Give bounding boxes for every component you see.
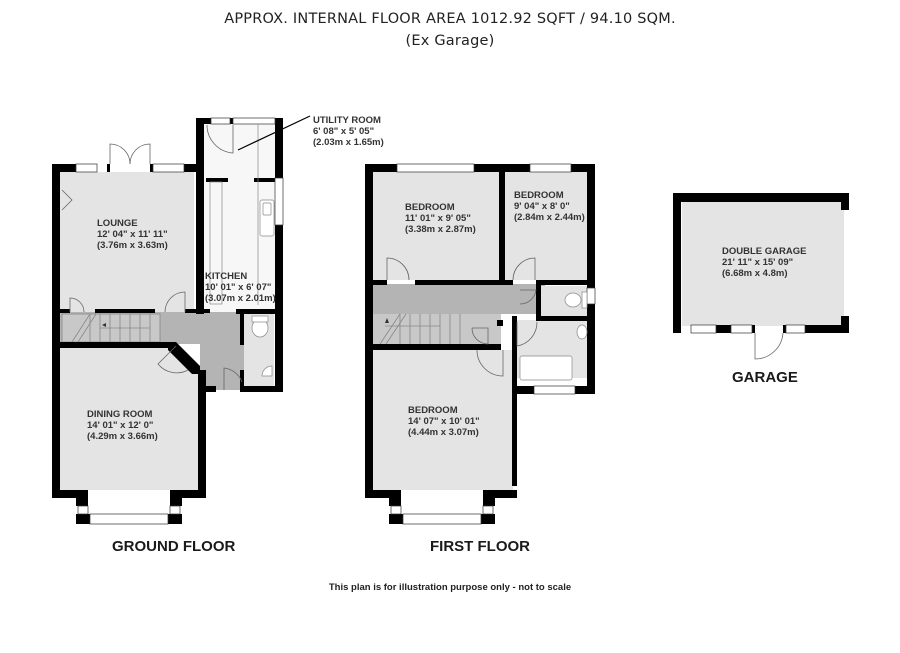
first-floor-windows — [390, 163, 596, 525]
disclaimer: This plan is for illustration purpose on… — [328, 582, 572, 593]
garage-walls — [673, 193, 849, 333]
svg-text:(3.38m x 2.87m): (3.38m x 2.87m) — [405, 224, 476, 235]
svg-text:(6.68m x 4.8m): (6.68m x 4.8m) — [722, 268, 787, 279]
svg-text:21' 11" x 15' 09": 21' 11" x 15' 09" — [722, 257, 793, 268]
bedroom-1-area — [373, 172, 499, 280]
bedroom-3-area — [373, 350, 513, 490]
bathroom-fixtures — [519, 291, 588, 381]
landing-area — [373, 284, 545, 314]
svg-text:(4.44m x 3.07m): (4.44m x 3.07m) — [408, 427, 479, 438]
svg-text:6' 08" x 5' 05": 6' 08" x 5' 05" — [313, 126, 374, 137]
room-label-bedroom-3: BEDROOM — [408, 405, 458, 416]
garage-plan — [673, 193, 849, 360]
room-label-bedroom-2: BEDROOM — [514, 190, 564, 201]
first-floor-plan — [365, 163, 596, 525]
room-label-bedroom-1: BEDROOM — [405, 202, 455, 213]
garage-label: GARAGE — [732, 369, 798, 386]
dining-room-area — [60, 344, 200, 490]
svg-text:11' 01" x 9' 05": 11' 01" x 9' 05" — [405, 213, 471, 224]
room-label-dining: DINING ROOM — [87, 409, 153, 420]
svg-text:(4.29m x 3.66m): (4.29m x 3.66m) — [87, 431, 158, 442]
svg-text:9' 04" x 8' 0": 9' 04" x 8' 0" — [514, 201, 570, 212]
room-label-utility: UTILITY ROOM — [313, 115, 381, 126]
first-floor-walls — [365, 164, 595, 524]
bath-icon — [519, 355, 573, 381]
kitchen-fixtures — [209, 124, 275, 377]
stairs-icon — [61, 313, 161, 343]
ground-floor-doors — [61, 124, 243, 390]
basin-icon — [576, 324, 588, 340]
floor-area-subtitle: (Ex Garage) — [405, 33, 495, 49]
svg-text:(2.84m x 2.44m): (2.84m x 2.44m) — [514, 212, 585, 223]
room-label-lounge: LOUNGE — [97, 218, 138, 229]
svg-text:10' 01" x 6' 07": 10' 01" x 6' 07" — [205, 282, 271, 293]
svg-text:(3.76m x 3.63m): (3.76m x 3.63m) — [97, 240, 168, 251]
garage-door — [754, 332, 784, 360]
lounge-area — [60, 172, 194, 312]
svg-text:14' 07" x 10' 01": 14' 07" x 10' 01" — [408, 416, 480, 427]
ground-floor-walls — [52, 118, 283, 524]
garage-windows — [690, 324, 806, 334]
basin-icon — [261, 365, 273, 377]
ground-floor-label: GROUND FLOOR — [112, 538, 235, 555]
svg-text:(3.07m x 2.01m): (3.07m x 2.01m) — [205, 293, 276, 304]
svg-text:14' 01" x 12' 0": 14' 01" x 12' 0" — [87, 420, 153, 431]
porch-area — [200, 340, 244, 390]
ground-floor-windows — [75, 117, 284, 525]
svg-text:12' 04" x 11' 11": 12' 04" x 11' 11" — [97, 229, 168, 240]
svg-text:(2.03m x 1.65m): (2.03m x 1.65m) — [313, 137, 384, 148]
room-label-kitchen: KITCHEN — [205, 271, 247, 282]
first-floor-doors — [386, 257, 538, 377]
garage-labels: DOUBLE GARAGE 21' 11" x 15' 09" (6.68m x… — [722, 246, 806, 386]
stairs-icon — [379, 313, 461, 345]
first-floor-label: FIRST FLOOR — [430, 538, 530, 555]
utility-room-pointer — [237, 115, 311, 151]
ground-floor-labels: LOUNGE 12' 04" x 11' 11" (3.76m x 3.63m)… — [87, 115, 384, 555]
room-label-double-garage: DOUBLE GARAGE — [722, 246, 806, 257]
double-garage-area — [682, 202, 844, 326]
bedroom-2-area — [505, 172, 587, 280]
toilet-icon — [564, 292, 582, 308]
first-floor-labels: BEDROOM 11' 01" x 9' 05" (3.38m x 2.87m)… — [405, 190, 585, 555]
ground-floor-plan — [52, 115, 311, 525]
floor-area-title: APPROX. INTERNAL FLOOR AREA 1012.92 SQFT… — [224, 11, 676, 27]
